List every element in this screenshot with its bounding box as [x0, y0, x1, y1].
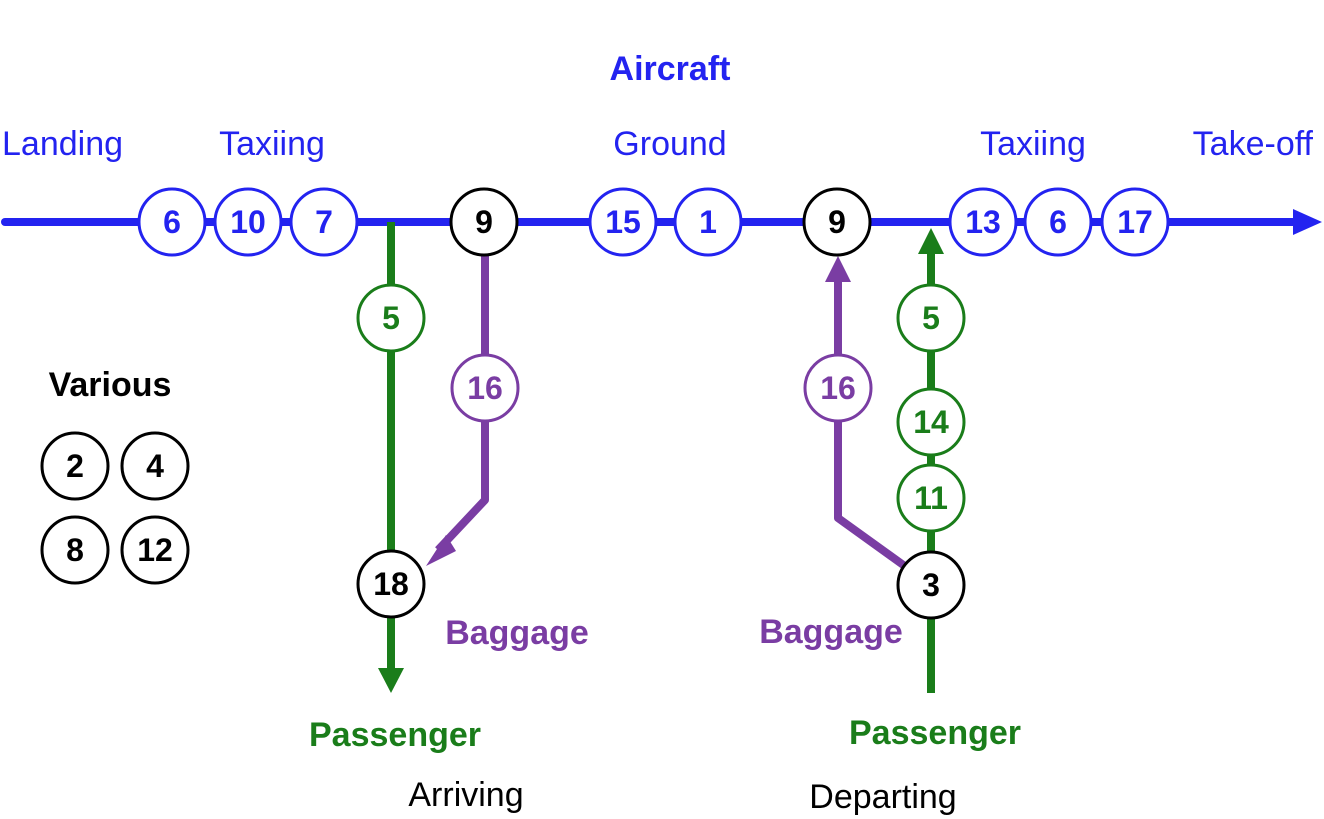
- baggage-arriving-label: Baggage: [445, 614, 589, 652]
- aircraft-node: 6: [137, 187, 207, 257]
- various-node: 4: [120, 431, 190, 501]
- passenger-node: 5: [896, 283, 966, 353]
- various-node-label: 8: [66, 532, 84, 568]
- various-node: 12: [120, 515, 190, 585]
- various-node: 2: [40, 431, 110, 501]
- passenger-node-label: 5: [382, 300, 400, 336]
- baggage-arriving-line: [426, 222, 489, 566]
- departing-label: Departing: [809, 778, 956, 816]
- aircraft-node: 15: [588, 187, 658, 257]
- aircraft-title: Aircraft: [610, 50, 731, 88]
- takeoff-label: Take-off: [1193, 125, 1314, 163]
- departure-source-label: 3: [922, 567, 940, 603]
- aircraft-node-label: 6: [1049, 204, 1067, 240]
- passenger-node: 5: [356, 283, 426, 353]
- aircraft-node-label: 10: [230, 204, 266, 240]
- passenger-node: 14: [896, 387, 966, 457]
- various-node: 8: [40, 515, 110, 585]
- aircraft-node-label: 6: [163, 204, 181, 240]
- baggage-node: 16: [803, 353, 873, 423]
- aircraft-node: 7: [289, 187, 359, 257]
- arrival-junction-node: 9: [449, 187, 519, 257]
- taxiing-out-label: Taxiing: [980, 125, 1086, 163]
- aircraft-node: 10: [213, 187, 283, 257]
- various-node-label: 4: [146, 448, 164, 484]
- various-label: Various: [49, 366, 172, 404]
- aircraft-node-label: 1: [699, 204, 717, 240]
- landing-label: Landing: [2, 125, 123, 163]
- passenger-arriving-label: Passenger: [309, 716, 481, 754]
- baggage-node-label: 16: [820, 370, 856, 406]
- aircraft-node-label: 15: [605, 204, 641, 240]
- departure-source-node: 3: [896, 550, 966, 620]
- baggage-departing-label: Baggage: [759, 613, 903, 651]
- passenger-node: 11: [896, 463, 966, 533]
- aircraft-node: 1: [673, 187, 743, 257]
- arriving-label: Arriving: [408, 776, 523, 814]
- passenger-node-label: 14: [913, 404, 949, 440]
- taxiing-in-label: Taxiing: [219, 125, 325, 163]
- arrival-junction-label: 9: [475, 204, 493, 240]
- arrival-merge-label: 18: [373, 566, 409, 602]
- departure-junction-label: 9: [828, 204, 846, 240]
- departure-junction-node: 9: [802, 187, 872, 257]
- passenger-node-label: 11: [914, 480, 948, 516]
- baggage-node-label: 16: [467, 370, 503, 406]
- aircraft-node: 13: [948, 187, 1018, 257]
- various-node-label: 2: [66, 448, 84, 484]
- baggage-node: 16: [450, 353, 520, 423]
- passenger-departing-label: Passenger: [849, 714, 1021, 752]
- passenger-node-label: 5: [922, 300, 940, 336]
- ground-label: Ground: [613, 125, 726, 163]
- aircraft-node: 6: [1023, 187, 1093, 257]
- aircraft-node: 17: [1100, 187, 1170, 257]
- aircraft-node-label: 13: [965, 204, 1001, 240]
- aircraft-node-label: 17: [1117, 204, 1153, 240]
- aircraft-node-label: 7: [315, 204, 333, 240]
- arrival-merge-node: 18: [356, 549, 426, 619]
- various-node-label: 12: [137, 532, 173, 568]
